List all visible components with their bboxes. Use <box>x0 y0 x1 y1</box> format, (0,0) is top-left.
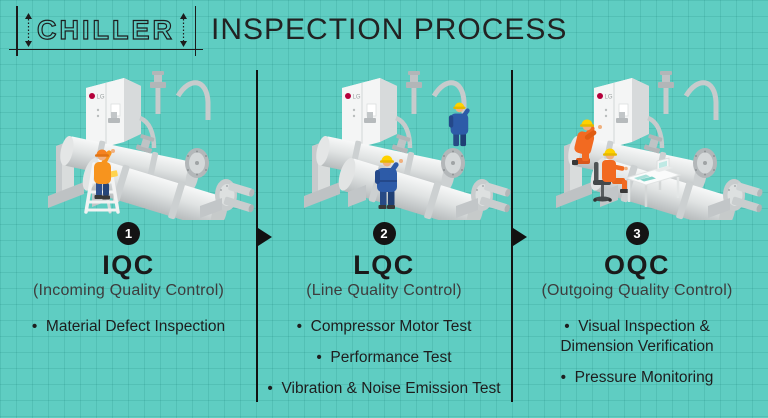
stage-bullet-list: Material Defect Inspection <box>0 317 257 337</box>
stage-section-iqc: 1 IQC (Incoming Quality Control) Materia… <box>0 222 257 348</box>
stage-divider <box>511 70 513 402</box>
chiller-illustration-lqc <box>296 60 511 220</box>
header: CHILLER INSPECTION PROCESS <box>9 6 568 56</box>
stage-number-badge: 2 <box>372 222 396 245</box>
chiller-logo: CHILLER <box>9 6 203 56</box>
bullet-item: Compressor Motor Test <box>257 317 511 337</box>
stage-divider <box>256 70 258 402</box>
bullet-item: Performance Test <box>257 348 511 368</box>
flow-arrow-icon <box>258 228 272 246</box>
dimension-extension-line <box>16 6 18 56</box>
stage-code: IQC <box>102 250 155 280</box>
stage-bullet-list: Compressor Motor Test Performance Test V… <box>257 317 511 399</box>
worker-orange <box>94 149 118 200</box>
chiller-illustration-iqc <box>40 60 255 220</box>
bullet-item: Vibration & Noise Emission Test <box>257 379 511 399</box>
stage-subtitle: (Incoming Quality Control) <box>32 282 225 299</box>
worker-blue-front <box>375 155 403 209</box>
laptop <box>654 157 673 172</box>
dimension-baseline <box>9 48 203 50</box>
bullet-item: Visual Inspection & Dimension Verificati… <box>526 317 748 357</box>
flow-arrow-icon <box>513 228 527 246</box>
chiller-illustration-oqc <box>548 60 763 220</box>
stage-bullet-list: Visual Inspection & Dimension Verificati… <box>526 317 748 388</box>
dimension-arrow-icon <box>180 13 187 47</box>
dimension-arrow-icon <box>25 13 32 47</box>
worker-blue-top <box>448 102 470 147</box>
stage-code: OQC <box>603 250 670 280</box>
stage-code: LQC <box>353 250 415 280</box>
stage-number-badge: 3 <box>625 222 649 245</box>
stage-section-oqc: 3 OQC (Outgoing Quality Control) Visual … <box>511 222 763 399</box>
worker-orange-seated <box>602 148 629 193</box>
brand-text: CHILLER <box>36 14 175 45</box>
page-title: INSPECTION PROCESS <box>211 13 568 46</box>
stage-subtitle: (Line Quality Control) <box>306 282 462 299</box>
bullet-item: Material Defect Inspection <box>0 317 257 337</box>
stage-number-badge: 1 <box>117 222 140 245</box>
stage-subtitle: (Outgoing Quality Control) <box>541 282 733 299</box>
stage-section-lqc: 2 LQC (Line Quality Control) Compressor … <box>257 222 511 410</box>
worker-orange-kneeling <box>572 119 602 165</box>
dimension-extension-line <box>194 6 196 56</box>
inspection-desk <box>624 157 682 207</box>
bullet-item: Pressure Monitoring <box>526 368 748 388</box>
